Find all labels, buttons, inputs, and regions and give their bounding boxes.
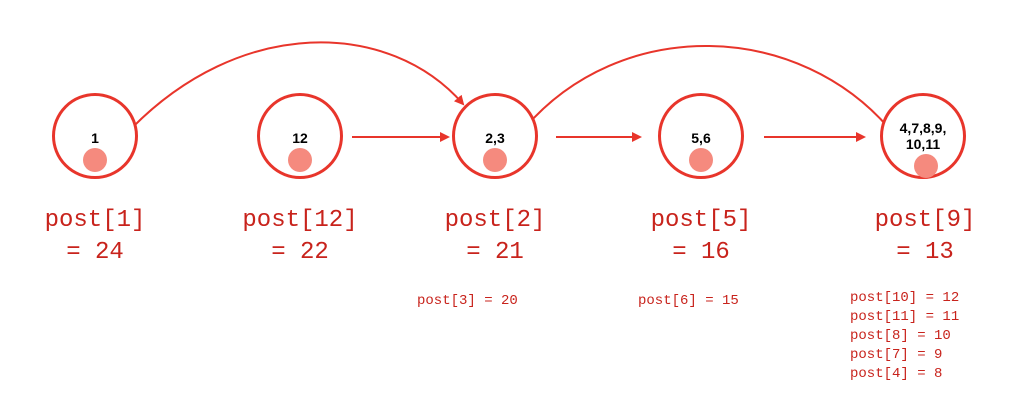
edge-1-to-2-3 <box>127 41 465 133</box>
post-name: post[9] <box>874 207 976 234</box>
post-value: = 24 <box>66 239 124 266</box>
post-extra-line: post[3] = 20 <box>417 293 518 309</box>
node-dot <box>483 148 507 172</box>
node-label: 4,7,8,9, 10,11 <box>899 120 947 152</box>
node-label: 1 <box>91 130 99 146</box>
post-extra-line: post[4] = 8 <box>850 366 943 382</box>
node-label: 2,3 <box>485 130 505 146</box>
post-value: = 22 <box>271 239 329 266</box>
node-dot <box>914 154 938 178</box>
post-label-5: post[5] = 16 <box>626 205 776 269</box>
post-name: post[1] <box>44 207 146 234</box>
post-value: = 16 <box>672 239 730 266</box>
post-name: post[5] <box>650 207 752 234</box>
post-extra-line: post[11] = 11 <box>850 309 960 325</box>
post-label-2: post[2] = 21 <box>420 205 570 269</box>
node-label: 12 <box>292 130 308 146</box>
post-extra-line: post[7] = 9 <box>850 347 943 363</box>
post-label-1: post[1] = 24 <box>35 205 155 269</box>
post-extra-5-6: post[6] = 15 <box>638 292 739 311</box>
post-extra-line: post[6] = 15 <box>638 293 739 309</box>
node-1: 1 <box>52 93 138 179</box>
node-2-3: 2,3 <box>452 93 538 179</box>
post-extra-2-3: post[3] = 20 <box>417 292 518 311</box>
node-label: 5,6 <box>691 130 711 146</box>
post-name: post[2] <box>444 207 546 234</box>
post-extra-9: post[10] = 12 post[11] = 11 post[8] = 10… <box>850 289 959 384</box>
node-5-6: 5,6 <box>658 93 744 179</box>
node-12: 12 <box>257 93 343 179</box>
post-label-9: post[9] = 13 <box>850 205 1000 269</box>
node-4-7-8-9-10-11: 4,7,8,9, 10,11 <box>880 93 966 179</box>
post-extra-line: post[10] = 12 <box>850 290 960 306</box>
post-value: = 13 <box>896 239 954 266</box>
edge-2-3-to-9 <box>522 45 895 135</box>
post-extra-line: post[8] = 10 <box>850 328 951 344</box>
post-value: = 21 <box>466 239 524 266</box>
node-dot <box>689 148 713 172</box>
post-label-12: post[12] = 22 <box>228 205 372 269</box>
node-dot <box>288 148 312 172</box>
node-dot <box>83 148 107 172</box>
post-name: post[12] <box>242 207 358 234</box>
